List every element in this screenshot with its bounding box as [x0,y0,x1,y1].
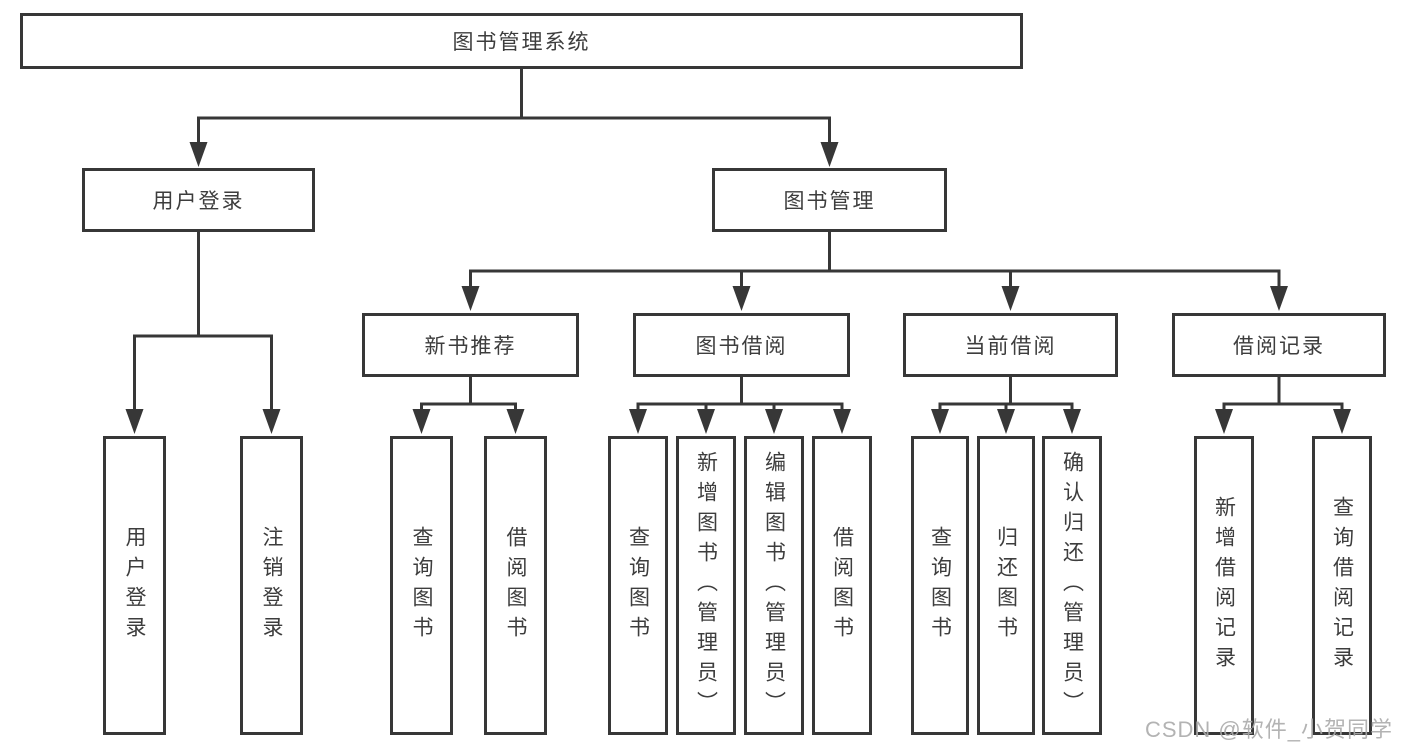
leaf-query-books: 查询图书 [390,436,453,735]
leaf-return-books: 归还图书 [977,436,1035,735]
node-new-book-recommend: 新书推荐 [362,313,579,377]
node-label: 借阅图书 [830,525,854,646]
node-label: 借阅图书 [504,525,527,646]
csdn-watermark: CSDN @软件_小贺同学 [1144,717,1393,742]
leaf-borrow-books: 借阅图书 [484,436,547,735]
node-label: 归还图书 [994,525,1018,646]
leaf-confirm-return-admin: 确认归还（管理员） [1042,436,1102,735]
node-label: 用户登录 [152,190,245,213]
leaf-add-books-admin: 新增图书（管理员） [676,436,736,735]
leaf-logout: 注销登录 [240,436,303,735]
leaf-edit-books-admin: 编辑图书（管理员） [744,436,804,735]
node-label: 确认归还（管理员） [1060,450,1084,721]
node-label: 图书借阅 [695,335,788,358]
leaf-user-login: 用户登录 [103,436,166,735]
node-label: 图书管理系统 [452,31,591,54]
leaf-query-books: 查询图书 [608,436,668,735]
node-borrow-records: 借阅记录 [1172,313,1386,377]
node-label: 编辑图书（管理员） [762,450,786,721]
node-label: 用户登录 [123,525,146,646]
node-label: 当前借阅 [964,335,1057,358]
leaf-query-books: 查询图书 [911,436,969,735]
node-book-borrow: 图书借阅 [633,313,850,377]
node-label: 新增借阅记录 [1212,495,1236,676]
leaf-add-borrow-record: 新增借阅记录 [1194,436,1254,735]
node-label: 查询图书 [626,525,650,646]
node-label: 新书推荐 [424,335,517,358]
leaf-query-borrow-record: 查询借阅记录 [1312,436,1372,735]
node-user-login: 用户登录 [82,168,315,232]
leaf-borrow-books: 借阅图书 [812,436,872,735]
node-book-management: 图书管理 [712,168,947,232]
node-label: 查询图书 [928,525,952,646]
node-label: 查询借阅记录 [1330,495,1354,676]
node-label: 注销登录 [260,525,283,646]
node-label: 新增图书（管理员） [694,450,718,721]
node-label: 借阅记录 [1233,335,1325,358]
node-current-borrow: 当前借阅 [903,313,1118,377]
node-label: 图书管理 [783,190,876,213]
node-label: 查询图书 [410,525,433,646]
node-library-system: 图书管理系统 [20,13,1023,69]
